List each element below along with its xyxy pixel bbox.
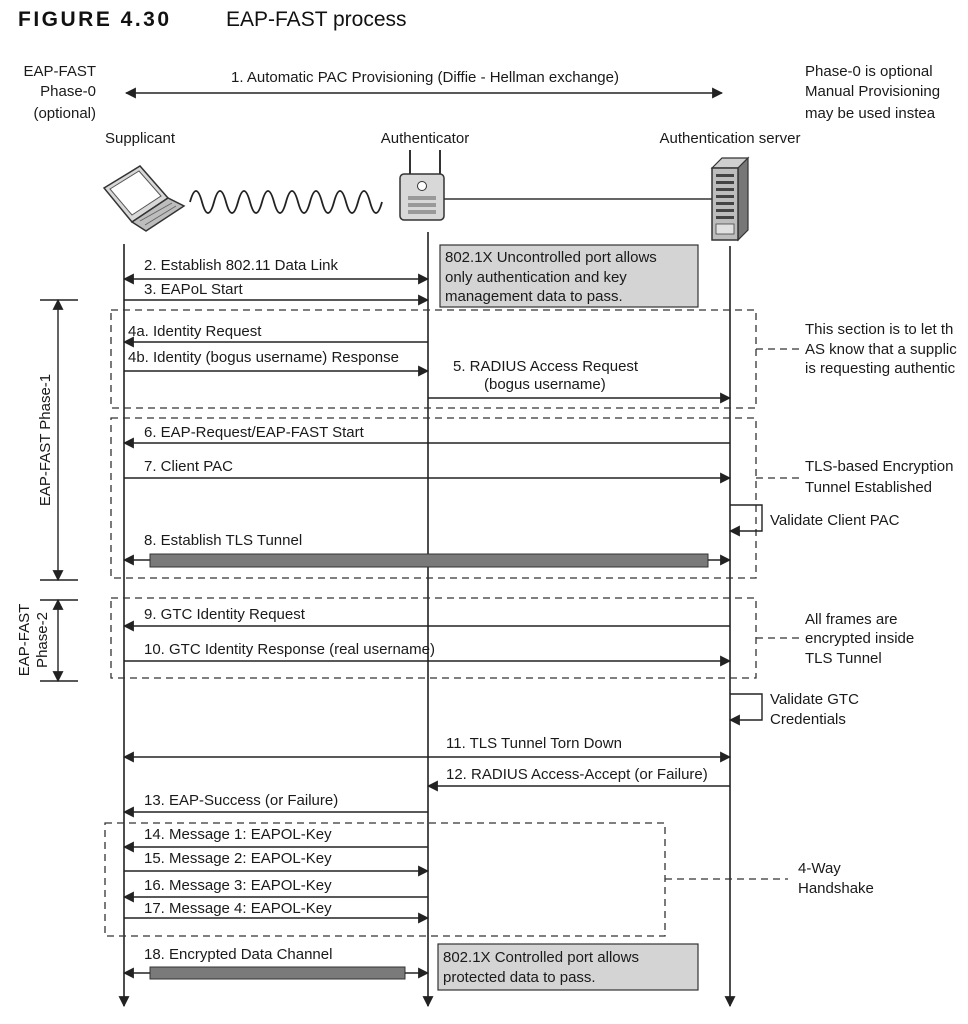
msg-8-tunnel [122,553,732,568]
laptop-icon [102,165,186,232]
msg-16-label: 16. Message 3: EAPOL-Key [144,877,332,894]
validate-pac-loop [728,504,763,537]
msg-5-sublabel: (bogus username) [484,376,606,393]
svg-text:EAP-FAST: EAP-FAST [16,604,33,677]
msg-15-label: 15. Message 2: EAPOL-Key [144,850,332,867]
phase2-bracket [40,598,78,683]
svg-text:Phase-2: Phase-2 [34,612,51,668]
phase1-label: EAP-FAST Phase-1 [37,374,54,506]
svg-text:AS know that a supplic: AS know that a supplic [805,341,957,358]
phase2-label: EAP-FAST Phase-2 [16,604,51,677]
svg-text:may be used instea: may be used instea [805,105,936,122]
msg-4a-label: 4a. Identity Request [128,323,262,340]
wireless-signal-icon [189,190,383,214]
msg-5-label: 5. RADIUS Access Request [453,358,639,375]
msg-17-label: 17. Message 4: EAPOL-Key [144,900,332,917]
svg-text:Credentials: Credentials [770,711,846,728]
svg-text:encrypted inside: encrypted inside [805,630,914,647]
phase0-message: 1. Automatic PAC Provisioning (Diffie - … [231,69,619,86]
server-icon [710,156,750,242]
svg-text:protected data to pass.: protected data to pass. [443,969,596,986]
msg-7-label: 7. Client PAC [144,458,233,475]
svg-text:TLS-based Encryption: TLS-based Encryption [805,458,953,475]
msg-4b-label: 4b. Identity (bogus username) Response [128,349,399,366]
svg-text:Phase-0: Phase-0 [40,83,96,100]
validate-gtc-label: Validate GTC Credentials [770,691,859,728]
svg-text:TLS Tunnel: TLS Tunnel [805,650,882,667]
section-note: This section is to let th AS know that a… [805,321,957,377]
handshake-note: 4-Way Handshake [798,860,874,897]
msg-12-label: 12. RADIUS Access-Accept (or Failure) [446,766,708,783]
msg-18-label: 18. Encrypted Data Channel [144,946,332,963]
svg-text:Tunnel Established: Tunnel Established [805,479,932,496]
msg-10-label: 10. GTC Identity Response (real username… [144,641,435,658]
svg-text:management data to pass.: management data to pass. [445,288,623,305]
frames-note: All frames are encrypted inside TLS Tunn… [805,611,914,667]
svg-text:only authentication and key: only authentication and key [445,269,627,286]
svg-text:(optional): (optional) [33,105,96,122]
svg-text:Manual Provisioning: Manual Provisioning [805,83,940,100]
svg-text:802.1X Uncontrolled port allow: 802.1X Uncontrolled port allows [445,249,657,266]
svg-text:is requesting authentic: is requesting authentic [805,360,956,377]
svg-text:This section is to let th: This section is to let th [805,321,953,338]
msg-9-label: 9. GTC Identity Request [144,606,306,623]
msg-2-label: 2. Establish 802.11 Data Link [144,257,339,274]
msg-6-label: 6. EAP-Request/EAP-FAST Start [144,424,365,441]
actor-supplicant: Supplicant [105,130,176,147]
msg-11-label: 11. TLS Tunnel Torn Down [446,735,622,752]
phase1-bracket [40,298,78,582]
access-point-icon [399,150,445,221]
msg-8-label: 8. Establish TLS Tunnel [144,532,302,549]
svg-text:EAP-FAST: EAP-FAST [23,63,96,80]
figure-label: FIGURE 4.30 [18,8,172,31]
figure-title: EAP-FAST process [226,8,407,31]
svg-text:Handshake: Handshake [798,880,874,897]
validate-gtc-loop [728,693,763,726]
uncontrolled-port-note: 802.1X Uncontrolled port allows only aut… [439,244,699,308]
tls-section-box [110,417,757,579]
msg-14-label: 14. Message 1: EAPOL-Key [144,826,332,843]
validate-pac-label: Validate Client PAC [770,512,900,529]
svg-text:All frames are: All frames are [805,611,898,628]
msg-3-label: 3. EAPoL Start [144,281,243,298]
svg-text:Phase-0 is optional: Phase-0 is optional [805,63,933,80]
phase0-note: Phase-0 is optional Manual Provisioning … [805,63,940,122]
svg-text:4-Way: 4-Way [798,860,841,877]
tls-note: TLS-based Encryption Tunnel Established [805,458,953,496]
svg-text:Validate GTC: Validate GTC [770,691,859,708]
svg-text:802.1X Controlled port allows: 802.1X Controlled port allows [443,949,639,966]
msg-13-label: 13. EAP-Success (or Failure) [144,792,338,809]
actor-server: Authentication server [660,130,801,147]
msg-18-channel [122,966,430,980]
actor-authenticator: Authenticator [381,130,469,147]
controlled-port-note: 802.1X Controlled port allows protected … [437,943,699,991]
phase0-label: EAP-FAST Phase-0 (optional) [23,63,96,122]
